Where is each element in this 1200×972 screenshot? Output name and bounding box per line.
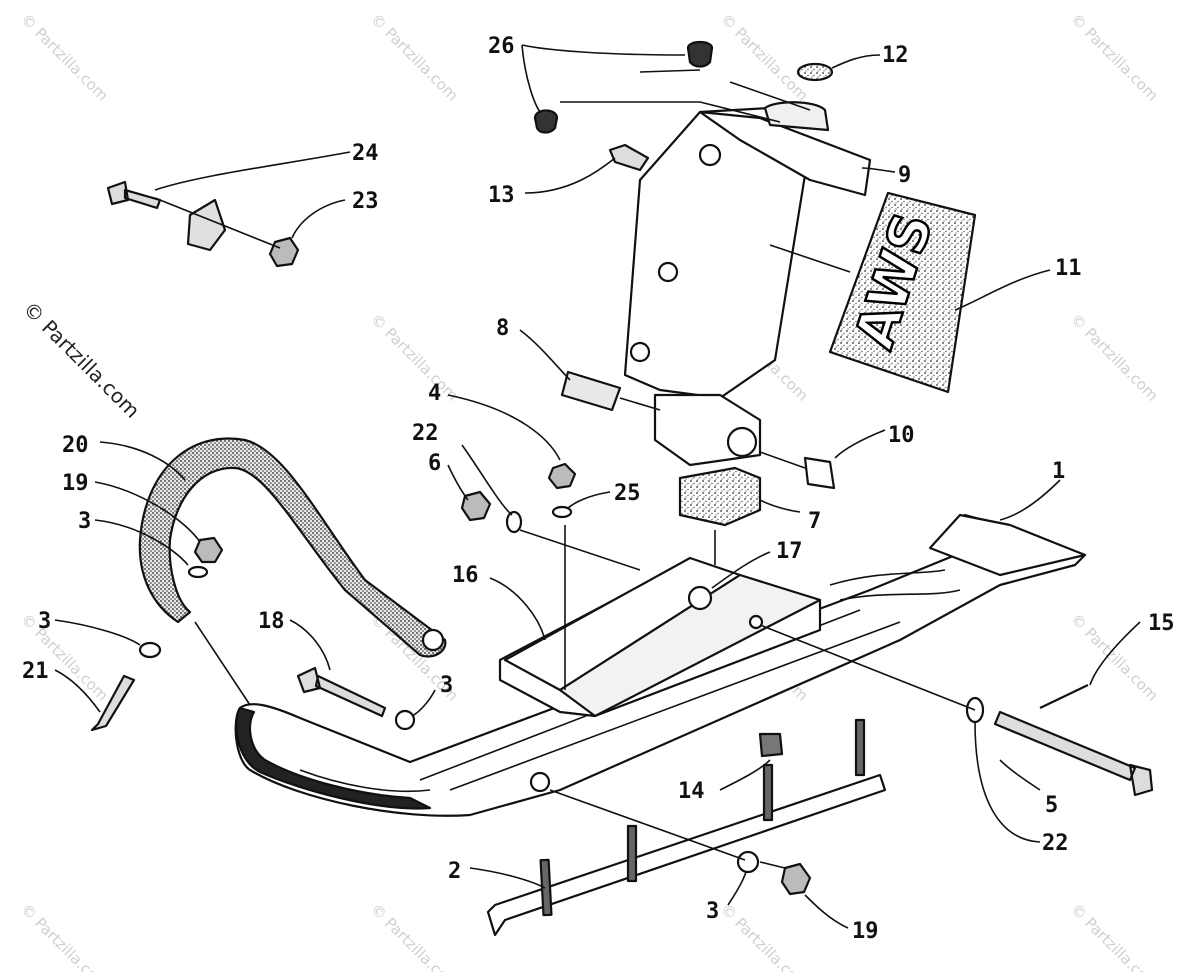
callout-14: 14	[678, 779, 705, 804]
callout-5: 5	[1045, 793, 1058, 818]
callout-13: 13	[488, 183, 515, 208]
watermark-tile: © Partzilla.com	[367, 900, 462, 972]
part-wear-bar[interactable]	[486, 718, 887, 937]
part-rubber-block[interactable]	[678, 466, 762, 527]
callout-labels: 1 2 3 3 3 3 4 5 6 7 8 9 10 11 12 13 14 1…	[22, 34, 1175, 944]
watermark-tile: © Partzilla.com	[17, 610, 112, 705]
callout-19: 19	[852, 919, 879, 944]
nut-icon	[460, 490, 492, 522]
callout-3: 3	[38, 609, 51, 634]
part-aws-decal[interactable]: AWS	[828, 191, 977, 394]
hardware-layer	[90, 40, 1154, 896]
grease-fitting-icon	[608, 143, 650, 172]
washer-icon	[138, 641, 162, 659]
callout-18: 18	[258, 609, 285, 634]
callout-12: 12	[882, 43, 909, 68]
nut-icon	[547, 462, 577, 490]
callout-25: 25	[614, 481, 641, 506]
callout-2: 2	[448, 859, 461, 884]
rubber-block-icon	[758, 732, 784, 758]
watermark-tile: © Partzilla.com	[1067, 10, 1162, 105]
washer-icon	[551, 505, 573, 519]
bolt-icon	[106, 180, 162, 210]
nut-icon	[268, 236, 300, 268]
callout-16: 16	[452, 563, 479, 588]
watermark-tile: © Partzilla.com	[1067, 900, 1162, 972]
callout-17: 17	[776, 539, 803, 564]
cotter-pin-icon	[1039, 684, 1089, 709]
bolt-icon	[296, 666, 387, 718]
grommet-icon	[686, 40, 714, 68]
bushing-icon	[803, 456, 836, 490]
watermark-tile: © Partzilla.com	[17, 10, 112, 105]
callout-8: 8	[496, 316, 509, 341]
grommet-icon	[533, 109, 559, 134]
washer-icon	[687, 585, 713, 611]
leader-lines	[54, 44, 1141, 929]
watermark-tile: © Partzilla.com	[367, 10, 462, 105]
callout-19: 19	[62, 471, 89, 496]
bracket-icon	[186, 198, 227, 252]
callout-11: 11	[1055, 256, 1082, 281]
callout-20: 20	[62, 433, 89, 458]
callout-7: 7	[808, 509, 821, 534]
callout-23: 23	[352, 189, 379, 214]
watermark-tile: © Partzilla.com	[1067, 310, 1162, 405]
callout-10: 10	[888, 423, 915, 448]
callout-22: 22	[412, 421, 439, 446]
bushing-icon	[560, 370, 622, 412]
part-saddle[interactable]	[498, 556, 822, 793]
callout-3: 3	[706, 899, 719, 924]
callout-15: 15	[1148, 611, 1175, 636]
callout-3: 3	[78, 509, 91, 534]
callout-6: 6	[428, 451, 441, 476]
callout-21: 21	[22, 659, 49, 684]
watermark-tile: © Partzilla.com	[17, 900, 112, 972]
cap-icon	[796, 62, 834, 82]
part-ski-loop[interactable]	[138, 437, 447, 658]
watermark-main: © Partzilla.com	[18, 297, 144, 423]
bolt-icon	[90, 674, 136, 732]
nut-icon	[193, 536, 224, 564]
watermark-tile: © Partzilla.com	[717, 10, 812, 105]
callout-22: 22	[1042, 831, 1069, 856]
callout-26: 26	[488, 34, 515, 59]
washer-icon	[505, 510, 523, 534]
bolt-icon	[993, 710, 1154, 797]
callout-1: 1	[1052, 459, 1065, 484]
nut-icon	[780, 862, 812, 896]
washer-icon	[736, 850, 760, 874]
washer-icon	[187, 565, 209, 579]
watermark-tile: © Partzilla.com	[367, 310, 462, 405]
callout-9: 9	[898, 163, 911, 188]
washer-icon	[394, 709, 416, 731]
part-ski[interactable]	[234, 513, 1087, 817]
part-spindle-housing[interactable]	[623, 101, 872, 467]
callout-24: 24	[352, 141, 379, 166]
callout-3: 3	[440, 673, 453, 698]
callout-4: 4	[428, 381, 441, 406]
watermark-tile: © Partzilla.com	[717, 900, 812, 972]
